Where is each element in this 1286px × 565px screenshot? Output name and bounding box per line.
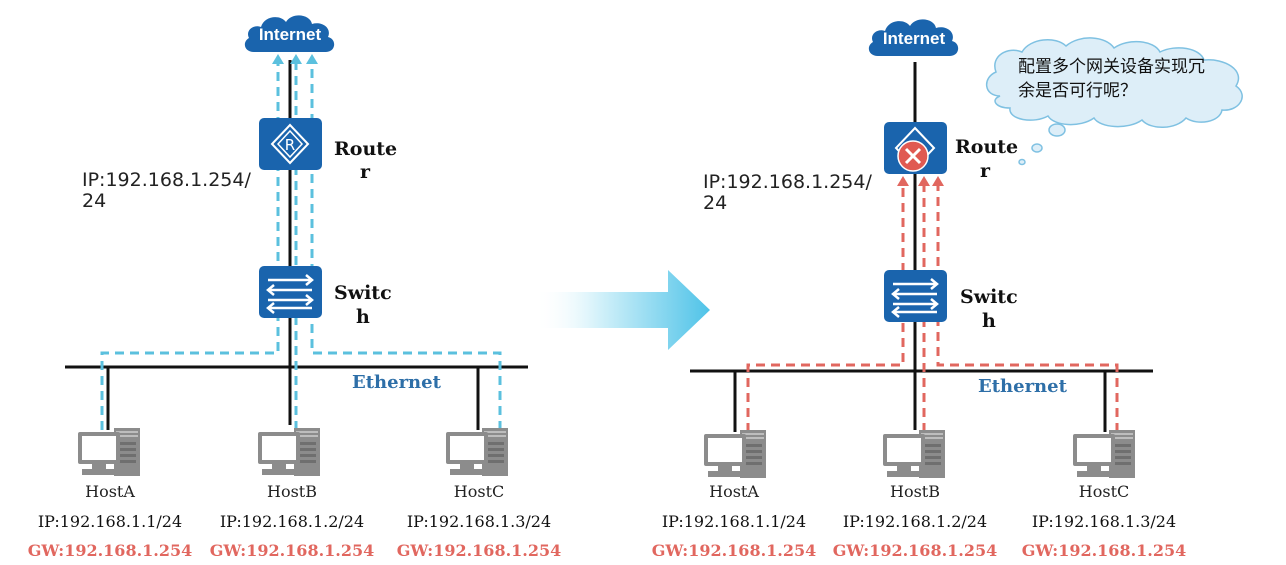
right-switch-label: Switc [960,286,1018,308]
right-hostc-pc-icon [1073,430,1135,478]
left-router-ip-wrap: 24 [82,190,106,212]
left-hostc-pc-icon [446,428,508,476]
left-hostc-ip: IP:192.168.1.3/24 [407,512,551,531]
left-router-icon: R [259,118,322,170]
right-flow-arrowheads [897,176,944,186]
bubble-text-line2: 余是否可行呢？ [1018,81,1137,101]
left-hosta-name: HostA [85,482,135,501]
left-flow-hosta [100,60,280,430]
right-hosta-gw: GW:192.168.1.254 [652,541,817,560]
transition-arrow-icon [535,270,710,350]
left-hostb-ip: IP:192.168.1.2/24 [220,512,364,531]
right-router-label: Route [955,136,1018,158]
left-internet-label: Internet [259,25,322,44]
right-hosta-name: HostA [709,482,759,501]
left-ethernet-label: Ethernet [352,372,442,393]
bubble-text-line1: 配置多个网关设备实现冗 [1018,57,1205,77]
left-hosta-ip: IP:192.168.1.1/24 [38,512,182,531]
thought-bubble: 配置多个网关设备实现冗 余是否可行呢？ [986,37,1243,166]
right-switch-label-wrap: h [982,310,996,332]
left-hostb-name: HostB [267,482,317,501]
right-hostb-name: HostB [890,482,940,501]
right-switch-icon [884,270,947,322]
left-flow-hostc [310,60,502,430]
left-hostb-gw: GW:192.168.1.254 [210,541,375,560]
right-router-ip: IP:192.168.1.254/ [703,171,872,193]
right-hostb-pc-icon [883,430,945,478]
left-router-ip: IP:192.168.1.254/ [82,169,251,191]
left-hosta-pc-icon [78,428,140,476]
right-hostc-name: HostC [1079,482,1129,501]
right-internet-label: Internet [883,29,946,48]
left-switch-label: Switc [334,282,392,304]
right-router-failed-icon [884,122,947,174]
right-flow-hosta [746,180,905,432]
right-hostb-ip: IP:192.168.1.2/24 [843,512,987,531]
left-switch-label-wrap: h [356,306,370,328]
left-diagram: Internet R Route r IP:192.168.1.254/ 24 … [28,15,562,560]
right-router-label-wrap: r [980,160,991,182]
right-hostc-ip: IP:192.168.1.3/24 [1032,512,1176,531]
left-hostc-gw: GW:192.168.1.254 [397,541,562,560]
right-ethernet-label: Ethernet [978,376,1068,397]
left-hostc-name: HostC [454,482,504,501]
right-router-ip-wrap: 24 [703,192,727,214]
left-router-label: Route [334,138,397,160]
right-internet-cloud: Internet [868,19,959,57]
left-router-label-wrap: r [360,161,371,183]
left-hostb-pc-icon [258,428,320,476]
left-switch-icon [259,266,322,318]
left-hosta-gw: GW:192.168.1.254 [28,541,193,560]
right-hostb-gw: GW:192.168.1.254 [833,541,998,560]
right-hosta-pc-icon [704,430,766,478]
right-hostc-gw: GW:192.168.1.254 [1022,541,1187,560]
left-flow-arrowheads [272,54,318,64]
right-hosta-ip: IP:192.168.1.1/24 [662,512,806,531]
svg-text:R: R [285,136,295,154]
right-diagram: Internet 配置多个网关设备实现冗 余是否可行呢？ Route r IP:… [652,19,1243,560]
left-internet-cloud: Internet [244,15,335,53]
